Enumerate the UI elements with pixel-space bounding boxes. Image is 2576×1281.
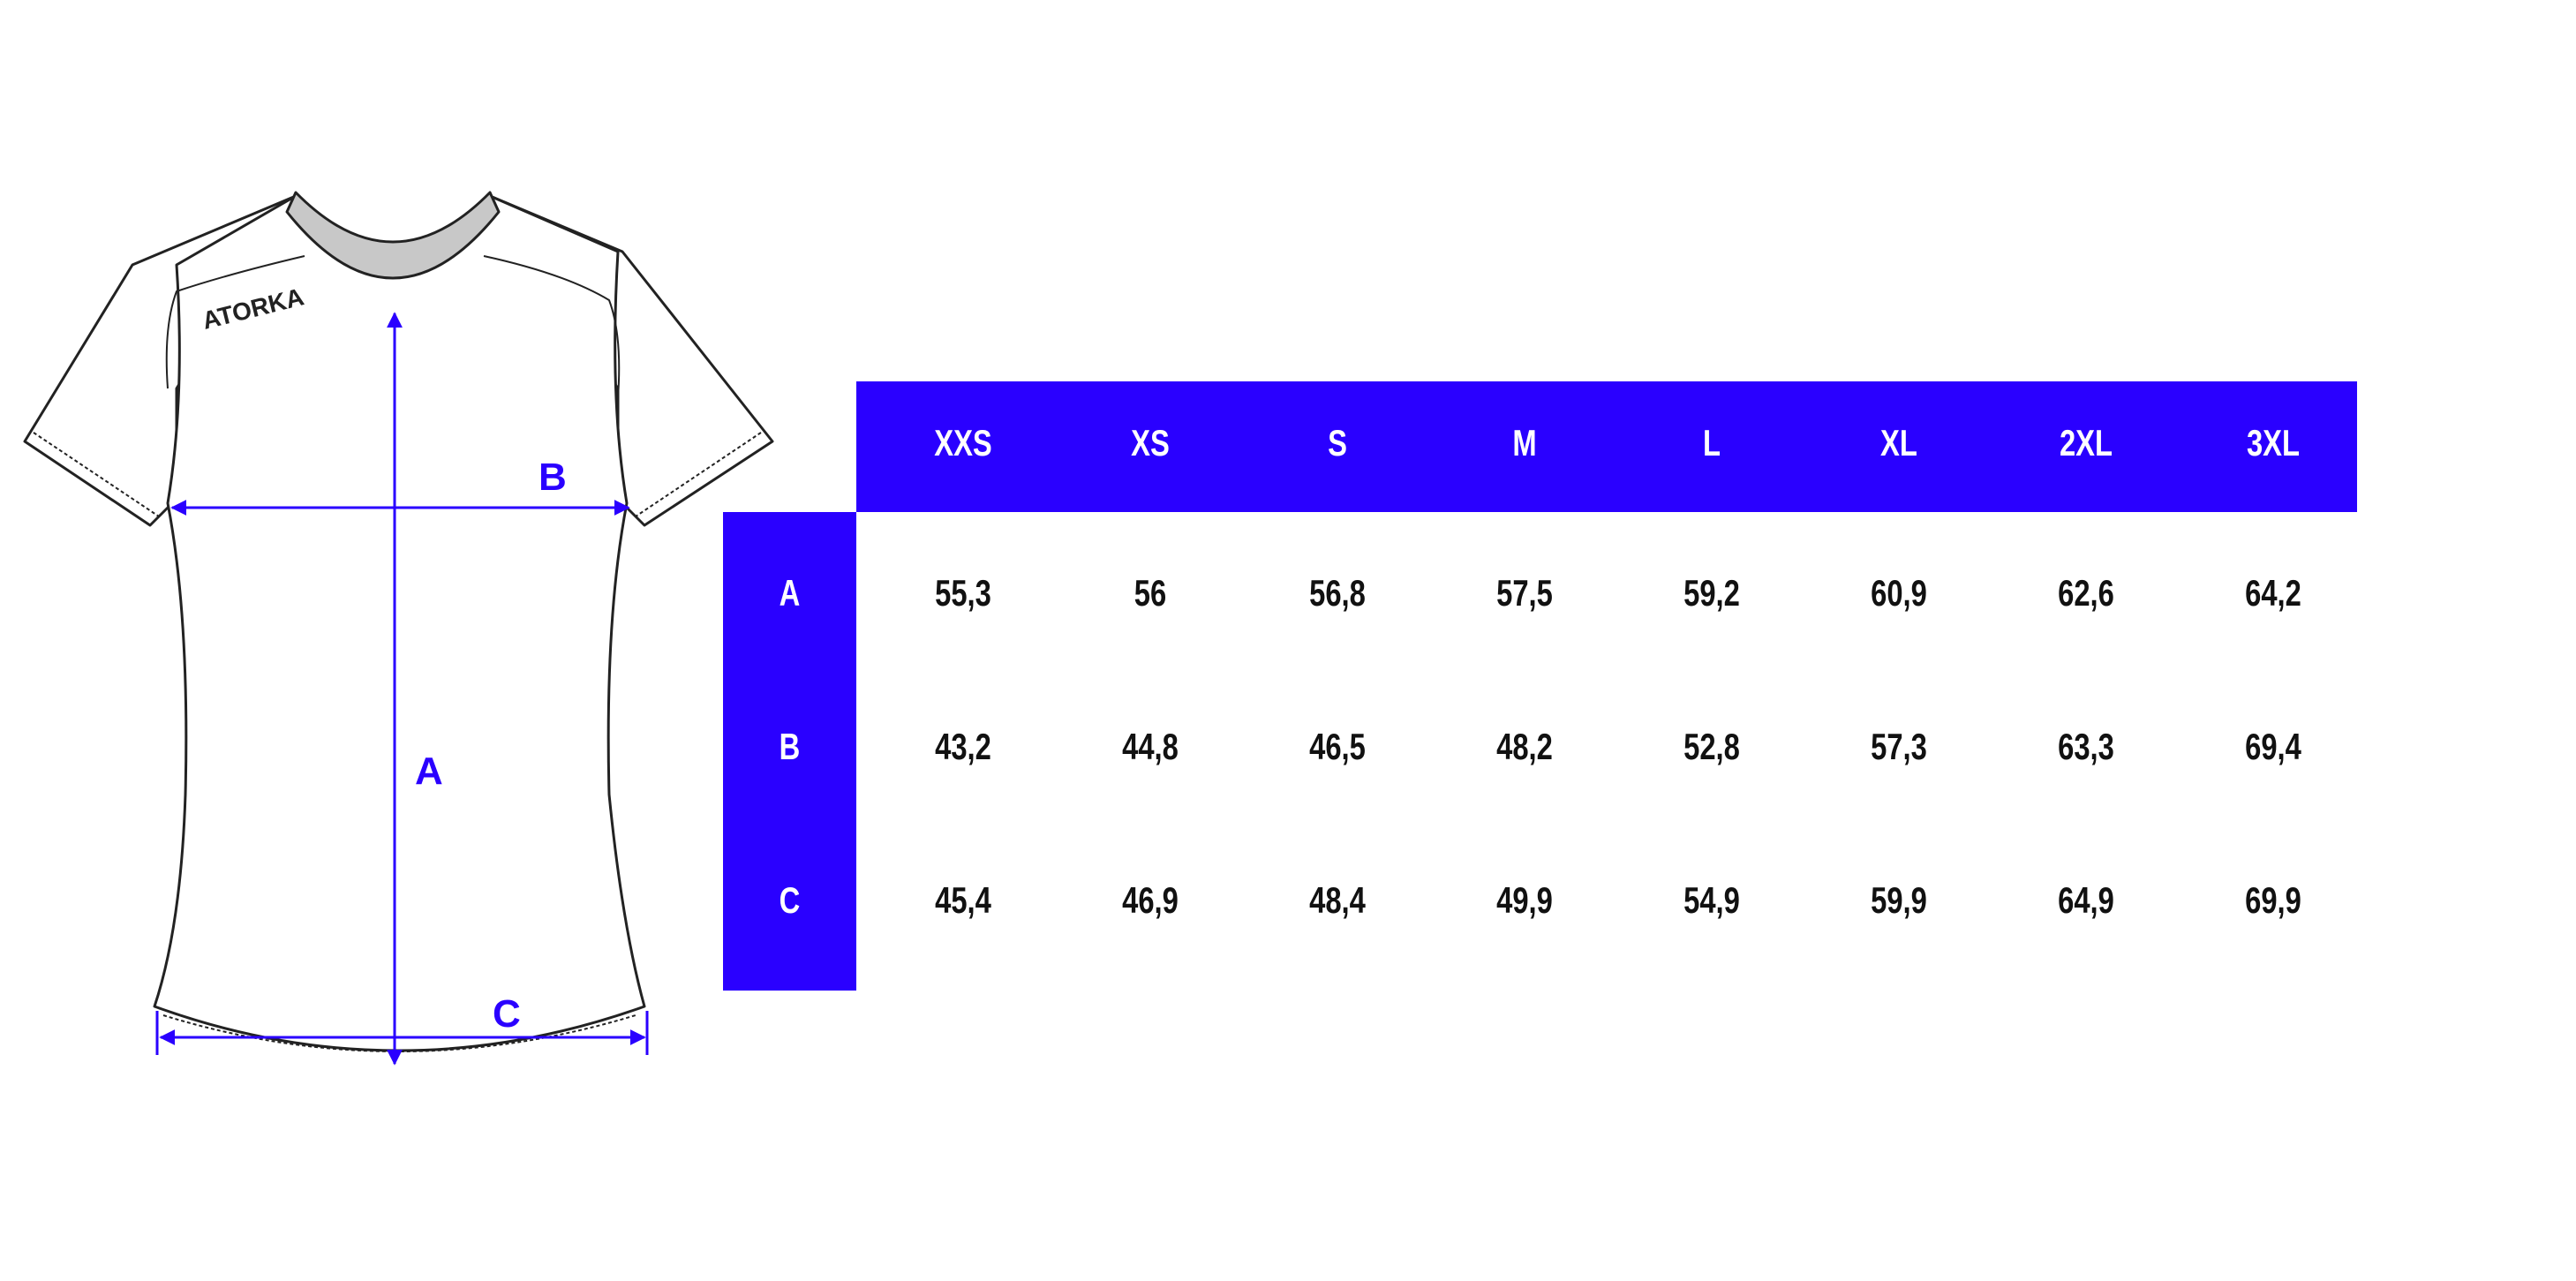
collar <box>285 191 501 280</box>
left-sleeve-hem <box>33 432 160 517</box>
right-raglan-seam <box>483 255 621 398</box>
dimension-arrows <box>155 312 649 1066</box>
dimension-label-a: A <box>415 750 443 793</box>
dimension-label-b: B <box>539 456 567 499</box>
dimension-label-c: C <box>493 992 521 1036</box>
right-sleeve-hem <box>635 432 762 517</box>
left-raglan-seam <box>165 255 305 389</box>
tshirt-outline <box>23 191 774 1052</box>
